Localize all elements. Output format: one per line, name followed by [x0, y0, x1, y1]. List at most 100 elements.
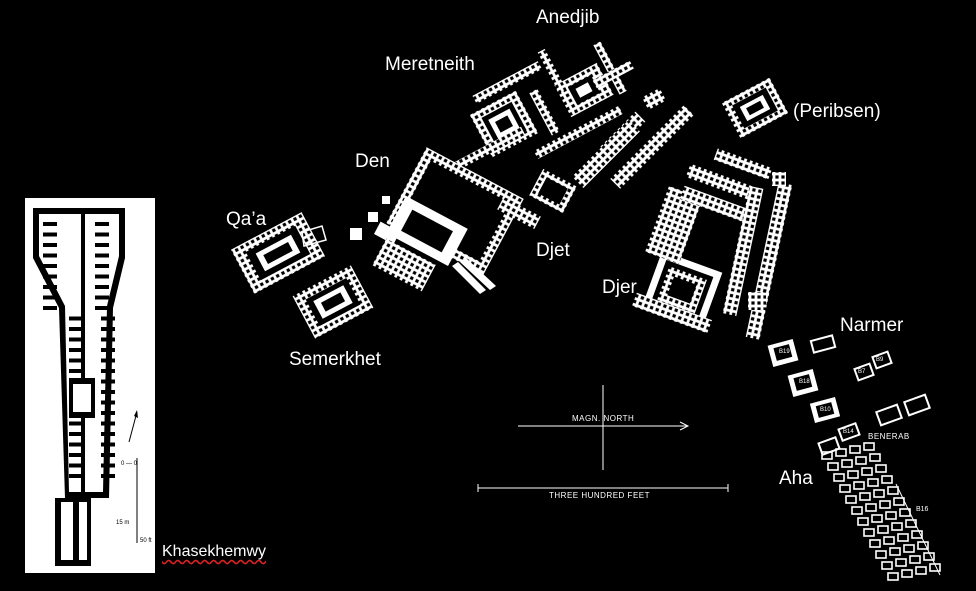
label-b7: B7	[858, 369, 866, 375]
magazine-cell	[69, 453, 83, 457]
subsidiary-chamber	[863, 528, 875, 537]
magazine-cell	[95, 243, 109, 247]
subsidiary-chamber	[915, 566, 927, 575]
subsidiary-chamber	[865, 503, 877, 512]
magazine-cell	[101, 400, 115, 405]
north-orientation-cross	[518, 385, 690, 470]
subsidiary-chamber	[845, 495, 857, 504]
subsidiary-chamber	[905, 519, 917, 528]
tomb-qaa-plan	[230, 212, 327, 294]
khasekhemwy-plan-drawing	[33, 208, 138, 566]
tomb-meretneith-plan	[450, 61, 560, 173]
magazine-cell	[101, 442, 115, 447]
tomb-djer-plan	[632, 148, 793, 340]
magazine-cell	[43, 232, 57, 237]
subsidiary-chamber	[827, 462, 839, 471]
magazine-cell	[69, 337, 83, 342]
magazine-cell	[95, 232, 109, 237]
subsidiary-chamber	[893, 497, 905, 506]
label-b18: B18	[799, 379, 810, 385]
subsidiary-chamber	[891, 522, 903, 531]
label-anedjib: Anedjib	[536, 7, 600, 28]
tomb-semerkhet-plan	[292, 265, 374, 339]
magazine-cell	[69, 327, 83, 331]
magazine-cell	[95, 306, 109, 310]
magazine-cell	[101, 327, 115, 331]
magazine-cell	[43, 295, 57, 300]
magazine-cell	[43, 274, 57, 279]
subsidiary-chamber	[895, 558, 907, 567]
subsidiary-block	[641, 88, 667, 110]
subsidiary-chamber	[855, 456, 867, 465]
subsidiary-chamber	[877, 525, 889, 534]
subsidiary-chamber	[871, 514, 883, 523]
label-scale: THREE HUNDRED FEET	[549, 491, 651, 500]
subsidiary-row	[592, 60, 634, 89]
magazine-cell	[101, 369, 115, 373]
magazine-cell	[43, 222, 57, 226]
subsidiary-chamber	[881, 561, 893, 570]
subsidiary-chamber	[883, 536, 895, 545]
subsidiary-chamber	[847, 470, 859, 479]
label-magn-north: MAGN. NORTH	[572, 414, 635, 423]
magazine-cell	[69, 348, 83, 352]
magazine-cell	[95, 264, 109, 268]
magazine-cell	[95, 253, 109, 258]
subsidiary-chamber	[885, 511, 897, 520]
label-peribsen: (Peribsen)	[793, 101, 881, 122]
magazine-cell	[101, 316, 115, 321]
subsidiary-chamber	[911, 530, 923, 539]
subsidiary-chamber	[861, 467, 873, 476]
tomb-narmer-aha-plan	[767, 334, 932, 456]
subsidiary-chamber	[853, 481, 865, 490]
label-benerab: BENERAB	[868, 432, 910, 441]
tomb-djet-plan	[497, 168, 577, 230]
label-b16: B16	[916, 506, 929, 513]
b16-boundary-line	[895, 483, 941, 576]
magazine-cell	[101, 379, 115, 384]
subsidiary-chamber	[859, 492, 871, 501]
subsidiary-chamber	[839, 484, 851, 493]
subsidiary-chamber	[901, 569, 913, 578]
label-b14: B14	[843, 429, 854, 435]
tomb-den-plan	[350, 147, 524, 294]
subsidiary-chamber	[917, 541, 929, 550]
label-djer: Djer	[602, 277, 637, 298]
label-narmer: Narmer	[840, 315, 904, 336]
magazine-cell	[69, 316, 83, 321]
magazine-cell	[69, 358, 83, 363]
magazine-cell	[69, 421, 83, 426]
magazine-cell	[101, 358, 115, 363]
subsidiary-row	[533, 105, 623, 159]
label-b10: B10	[820, 407, 831, 413]
subsidiary-chamber	[875, 550, 887, 559]
subsidiary-chamber	[903, 544, 915, 553]
magazine-cell	[101, 432, 115, 436]
magazine-cell	[69, 432, 83, 436]
subsidiary-chamber	[867, 478, 879, 487]
subsidiary-chamber	[869, 453, 881, 462]
subsidiary-chamber	[873, 489, 885, 498]
tomb-anedjib-plan	[537, 41, 627, 118]
magazine-cell	[95, 285, 109, 289]
subsidiary-chamber	[821, 451, 833, 460]
tomb-peribsen-plan	[721, 77, 789, 139]
subsidiary-chamber	[879, 500, 891, 509]
magazine-cell	[69, 474, 83, 478]
magazine-cell	[95, 274, 109, 279]
subsidiary-chamber	[835, 448, 847, 457]
subsidiary-chamber	[897, 533, 909, 542]
subsidiary-row	[610, 105, 694, 189]
label-qaa: Qa’a	[226, 209, 267, 230]
magazine-cell	[101, 463, 115, 468]
magazine-cell	[101, 337, 115, 342]
label-b9: B9	[876, 357, 884, 363]
scale-bar	[477, 484, 729, 492]
central-corridor-wall	[81, 214, 85, 492]
inset-scale-50ft: 50 ft	[140, 538, 152, 544]
subsidiary-chamber	[889, 547, 901, 556]
subsidiary-chamber	[875, 464, 887, 473]
subsidiary-chamber	[869, 539, 881, 548]
magazine-cell	[43, 243, 57, 247]
